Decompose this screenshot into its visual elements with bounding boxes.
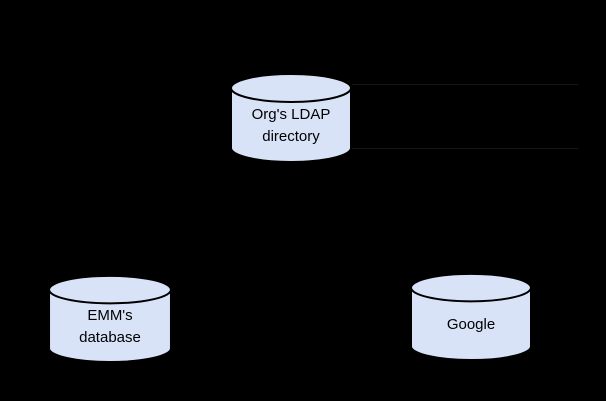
database-cylinder-icon xyxy=(230,73,352,163)
faint-connector-line-top xyxy=(352,84,578,85)
node-orgs-ldap-directory: Org's LDAP directory xyxy=(230,72,352,163)
faint-connector-line-bottom xyxy=(352,148,578,149)
node-emms-database: EMM's database xyxy=(48,274,172,363)
database-cylinder-icon xyxy=(48,274,172,363)
database-cylinder-icon xyxy=(410,272,532,361)
node-google: Google xyxy=(410,272,532,361)
